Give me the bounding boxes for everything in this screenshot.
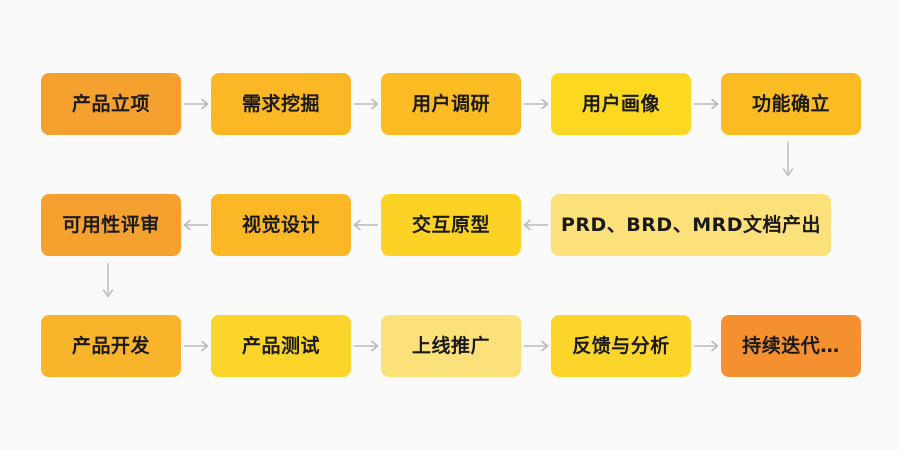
flow-node[interactable]: 上线推广: [381, 315, 521, 377]
flow-node-label: 可用性评审: [62, 213, 160, 236]
flow-row-2: 可用性评审 视觉设计 交互原型 PRD、BRD、MRD文档产出: [0, 194, 900, 256]
down-arrow-icon-row2-to-row3: [96, 260, 120, 304]
arrow-right-icon: [351, 73, 381, 135]
flow-node-label: 上线推广: [411, 334, 490, 357]
arrow-right-icon: [181, 315, 211, 377]
flow-node-label: 用户调研: [411, 92, 490, 115]
arrow-right-icon: [691, 315, 721, 377]
flow-node-label: 持续迭代…: [742, 334, 840, 357]
flow-node-label: 用户画像: [581, 92, 660, 115]
flow-row-1: 产品立项 需求挖掘 用户调研 用户画像 功能确立: [0, 73, 900, 135]
arrow-right-icon: [521, 315, 551, 377]
arrow-right-icon: [181, 73, 211, 135]
flow-node-label: PRD、BRD、MRD文档产出: [560, 213, 822, 236]
flow-node[interactable]: 用户画像: [551, 73, 691, 135]
flow-node-label: 视觉设计: [241, 213, 320, 236]
arrow-left-icon: [181, 194, 211, 256]
flow-node[interactable]: 需求挖掘: [211, 73, 351, 135]
down-arrow-icon-row1-to-row2: [776, 139, 800, 183]
flow-node[interactable]: 可用性评审: [41, 194, 181, 256]
flow-node[interactable]: 产品开发: [41, 315, 181, 377]
flow-node[interactable]: 功能确立: [721, 73, 861, 135]
flow-node-label: 产品测试: [241, 334, 320, 357]
arrow-right-icon: [691, 73, 721, 135]
flow-node[interactable]: 反馈与分析: [551, 315, 691, 377]
flow-node-label: 反馈与分析: [572, 334, 670, 357]
arrow-left-icon: [521, 194, 551, 256]
flow-node[interactable]: 产品测试: [211, 315, 351, 377]
flow-node-label: 交互原型: [411, 213, 490, 236]
flow-node[interactable]: 交互原型: [381, 194, 521, 256]
flow-node-label: 需求挖掘: [241, 92, 320, 115]
flow-node[interactable]: 用户调研: [381, 73, 521, 135]
arrow-right-icon: [351, 315, 381, 377]
flow-node-label: 产品立项: [71, 92, 150, 115]
flow-node-label: 功能确立: [751, 92, 830, 115]
flow-node-label: 产品开发: [71, 334, 150, 357]
flow-node[interactable]: 视觉设计: [211, 194, 351, 256]
flow-node[interactable]: 持续迭代…: [721, 315, 861, 377]
arrow-right-icon: [521, 73, 551, 135]
flow-node[interactable]: 产品立项: [41, 73, 181, 135]
flow-node[interactable]: PRD、BRD、MRD文档产出: [551, 194, 831, 256]
flow-row-3: 产品开发 产品测试 上线推广 反馈与分析 持续迭代…: [0, 315, 900, 377]
arrow-left-icon: [351, 194, 381, 256]
